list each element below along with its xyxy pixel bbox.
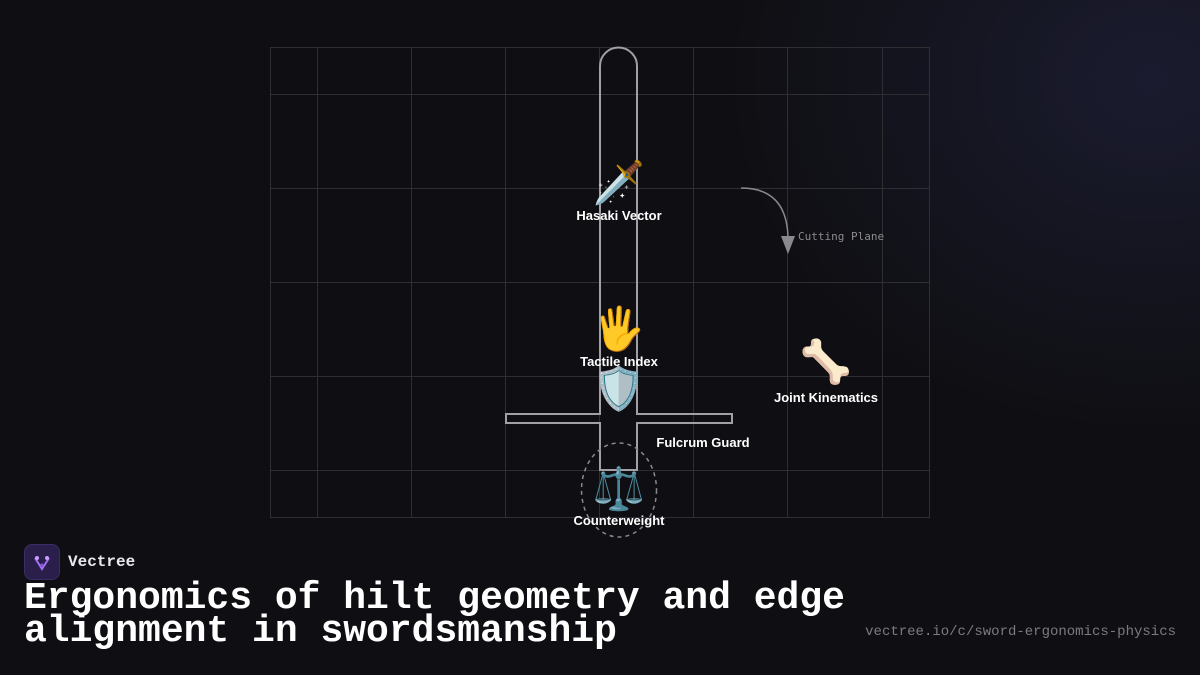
node-hasaki-vector: 🗡️ Hasaki Vector: [576, 159, 662, 224]
counterweight-ring: [580, 442, 658, 538]
node-fulcrum-guard-icon: 🛡️: [593, 366, 645, 412]
node-label: Tactile Index: [580, 354, 658, 369]
cutting-plane-arrow: [740, 187, 789, 239]
bone-icon: 🦴: [799, 338, 853, 385]
arrowhead: [781, 236, 795, 254]
cutting-plane-label: Cutting Plane: [798, 230, 885, 243]
shield-icon: 🛡️: [592, 365, 646, 412]
brand: Vectree: [24, 544, 135, 580]
node-label: Counterweight: [573, 513, 665, 528]
page-title: Ergonomics of hilt geometry and edge ali…: [24, 577, 845, 653]
page-url: vectree.io/c/sword-ergonomics-physics: [865, 624, 1176, 640]
hand-icon: 🖐️: [592, 305, 646, 352]
node-label: Hasaki Vector: [576, 208, 662, 223]
node-fulcrum-guard: Fulcrum Guard: [656, 435, 749, 450]
vectree-logo-icon: [24, 544, 60, 580]
node-label: Fulcrum Guard: [656, 435, 750, 450]
brand-name: Vectree: [68, 553, 136, 571]
scales-icon: ⚖️: [592, 465, 646, 512]
node-label: Joint Kinematics: [773, 390, 879, 405]
node-counterweight: ⚖️ Counterweight: [573, 465, 665, 529]
dagger-icon: 🗡️: [592, 159, 646, 206]
node-tactile-index: 🖐️ Tactile Index: [580, 305, 658, 370]
node-joint-kinematics: 🦴 Joint Kinematics: [773, 338, 879, 406]
sword-outline: [505, 46, 733, 471]
